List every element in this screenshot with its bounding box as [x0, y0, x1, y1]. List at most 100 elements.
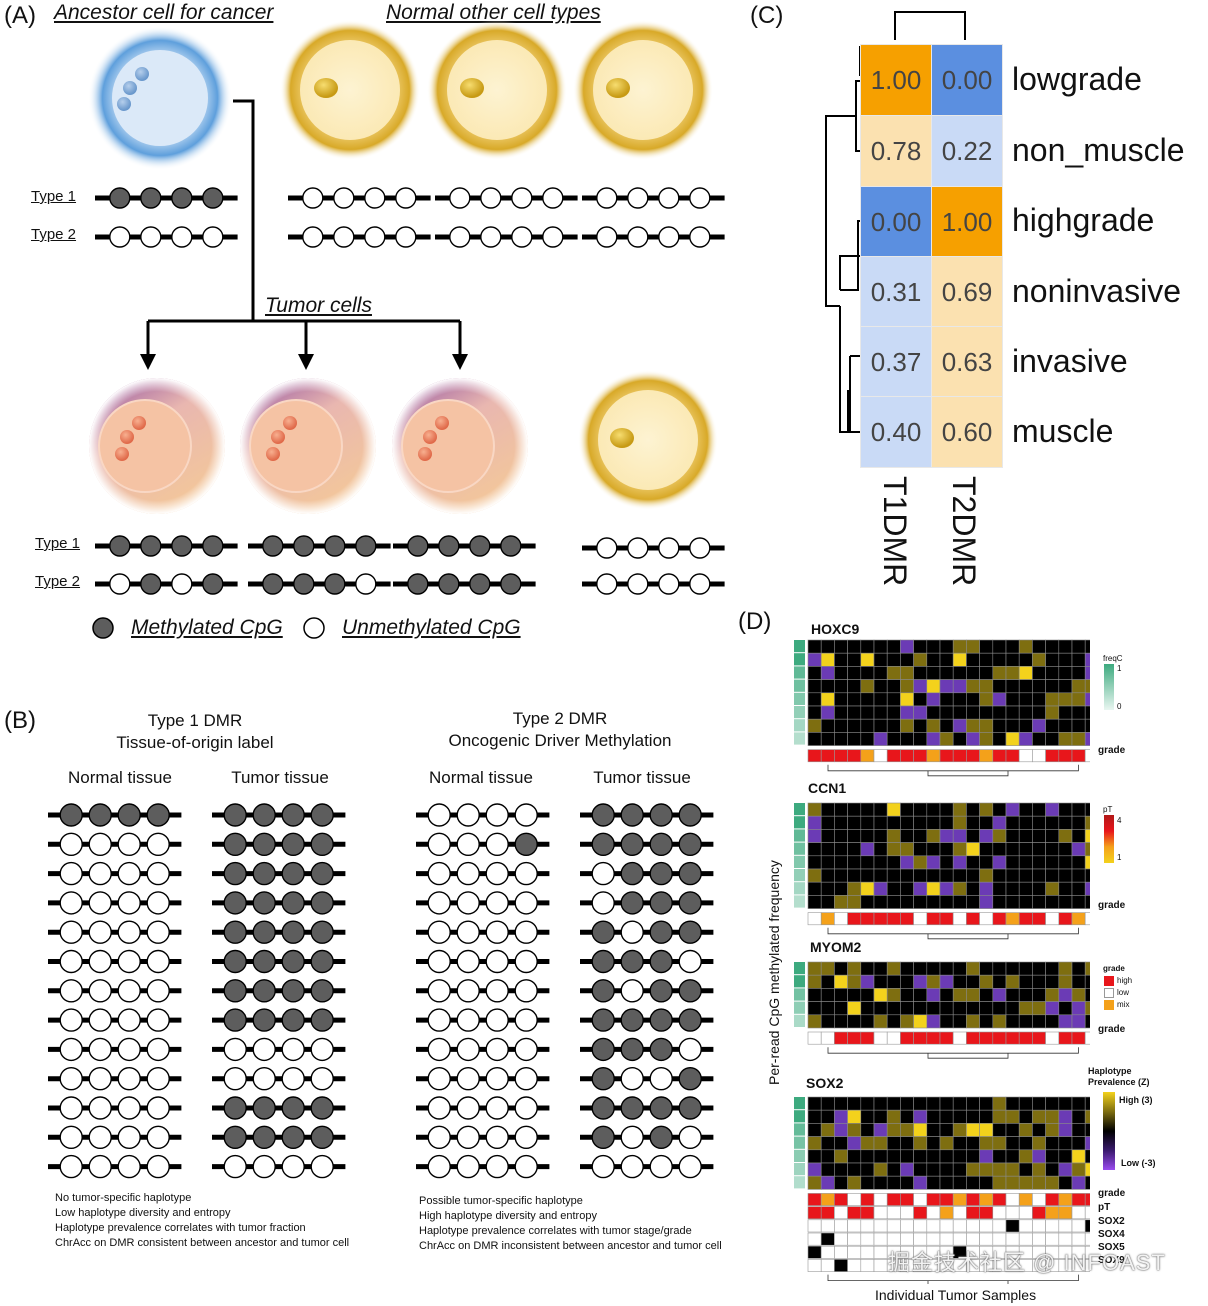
methylated-cpg [252, 891, 276, 915]
b-left-note: No tumor-specific haplotype [55, 1192, 192, 1204]
legend-freqc-min: 0 [1117, 702, 1122, 711]
heatmap-row-label: muscle [1012, 413, 1114, 449]
unmethylated-cpg [627, 537, 649, 559]
legend-methylated-label: Methylated CpG [131, 616, 283, 639]
unmethylated-cpg [485, 861, 509, 886]
unmethylated-cpg [456, 1096, 480, 1120]
gene-heatmap-1 [794, 802, 1090, 940]
heatmap-row-label: non_muscle [1012, 132, 1185, 168]
methylated-cpg [171, 535, 193, 557]
unmethylated-cpg [281, 1154, 305, 1179]
methylated-cpg [252, 1096, 276, 1120]
panel-d-grids [794, 639, 1090, 1284]
legend-grade-low: low [1117, 988, 1130, 997]
methylated-cpg [146, 803, 170, 827]
unmethylated-cpg [59, 979, 83, 1003]
sox2-sox9-label: SOX9 [1098, 1255, 1125, 1266]
unmethylated-cpg [514, 891, 538, 915]
methylated-cpg [281, 891, 305, 915]
methylated-cpg [407, 573, 429, 595]
unmethylated-cpg [485, 1154, 509, 1179]
legend-pt-title: pT [1103, 805, 1113, 814]
legend-pt-max: 4 [1117, 816, 1122, 825]
unmethylated-cpg [511, 187, 533, 209]
panel-c-label: (C) [750, 2, 784, 29]
unmethylated-cpg [449, 226, 471, 248]
normal-title: Normal other cell types [386, 1, 601, 24]
b-right-note: ChrAcc on DMR inconsistent between ances… [419, 1240, 722, 1252]
unmethylated-cpg [485, 979, 509, 1003]
type2-label-tumor: Type 2 [35, 573, 81, 590]
type1-dmr-title: Type 1 DMR [147, 711, 243, 730]
methylated-cpg [620, 949, 644, 974]
unmethylated-cpg [252, 1067, 276, 1091]
unmethylated-cpg [456, 861, 480, 886]
unmethylated-cpg [689, 537, 711, 559]
methylated-cpg [281, 1125, 305, 1149]
methylated-cpg [649, 1037, 673, 1062]
unmethylated-cpg [485, 1096, 509, 1120]
unmethylated-cpg [88, 979, 112, 1003]
unmethylated-cpg [514, 920, 538, 944]
methylated-cpg [620, 1096, 644, 1120]
methylated-cpg [223, 861, 247, 886]
unmethylated-cpg [427, 979, 451, 1003]
unmethylated-cpg [88, 891, 112, 915]
methylated-cpg [202, 573, 224, 595]
normal-cell-2 [427, 20, 567, 160]
methylated-cpg [324, 573, 346, 595]
unmethylated-cpg [88, 920, 112, 944]
methylated-cpg [202, 187, 224, 209]
unmethylated-cpg [88, 861, 112, 886]
methylated-cpg [591, 832, 615, 856]
methylated-cpg [649, 920, 673, 944]
unmethylated-cpg [59, 949, 83, 974]
methylated-cpg [140, 535, 162, 557]
unmethylated-cpg [620, 920, 644, 944]
unmethylated-cpg [146, 979, 170, 1003]
unmethylated-cpg [456, 1037, 480, 1062]
unmethylated-cpg [88, 1037, 112, 1062]
methylated-cpg [438, 535, 460, 557]
methylated-cpg [678, 1096, 702, 1120]
methylated-cpg [620, 861, 644, 886]
methylated-cpg [281, 1096, 305, 1120]
normal-cell-1 [280, 20, 420, 160]
unmethylated-cpg [146, 949, 170, 974]
unmethylated-cpg [514, 949, 538, 974]
unmethylated-cpg [117, 1096, 141, 1120]
methylated-cpg [310, 920, 334, 944]
methylated-cpg [500, 535, 522, 557]
methylated-cpg [223, 832, 247, 856]
methylated-cpg [281, 803, 305, 827]
methylated-cpg [281, 920, 305, 944]
unmethylated-cpg [456, 832, 480, 856]
unmethylated-cpg [146, 1037, 170, 1062]
heatmap-row-label: highgrade [1012, 202, 1155, 238]
unmethylated-cpg [117, 1067, 141, 1091]
methylated-cpg [620, 1008, 644, 1032]
legend-freqc-title: freqC [1103, 654, 1123, 663]
unmethylated-cpg [427, 1096, 451, 1120]
methylated-cpg [355, 535, 377, 557]
unmethylated-cpg [59, 1125, 83, 1149]
methylated-cpg [678, 979, 702, 1003]
heatmap-row-label: lowgrade [1012, 61, 1142, 97]
unmethylated-cpg [514, 1037, 538, 1062]
methylated-cpg [649, 1008, 673, 1032]
unmethylated-cpg [456, 1008, 480, 1032]
methylated-cpg [293, 535, 315, 557]
methylated-cpg [88, 803, 112, 827]
unmethylated-cpg [485, 1008, 509, 1032]
unmethylated-cpg [281, 1067, 305, 1091]
d-x-axis-label: Individual Tumor Samples [875, 1287, 1037, 1303]
methylated-cpg [649, 979, 673, 1003]
heatmap-cell: 0.69 [931, 256, 1003, 328]
unmethylated-cpg [596, 537, 618, 559]
methylated-cpg [252, 949, 276, 974]
unmethylated-cpg [427, 832, 451, 856]
methylated-cpg [591, 803, 615, 827]
unmethylated-cpg [480, 226, 502, 248]
methylated-cpg [252, 979, 276, 1003]
sox2-sox4-label: SOX4 [1098, 1229, 1125, 1240]
